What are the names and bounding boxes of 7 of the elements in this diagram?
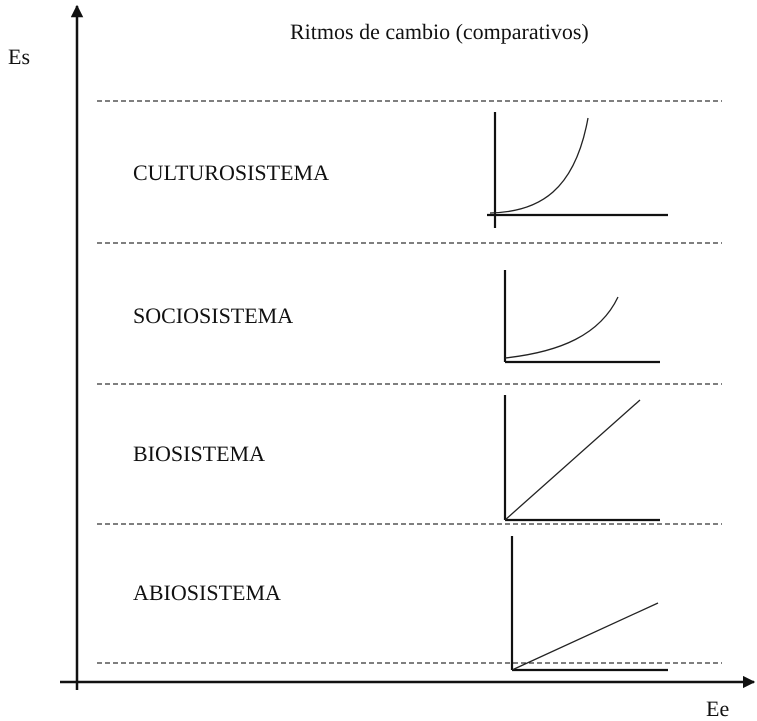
title: Ritmos de cambio (comparativos)	[290, 21, 589, 43]
axis-label: Ee	[706, 698, 730, 720]
axis-label: Es	[8, 46, 30, 68]
layer-label: BIOSISTEMA	[133, 443, 266, 465]
layer-label: ABIOSISTEMA	[133, 582, 281, 604]
layer-label: CULTUROSISTEMA	[133, 162, 329, 184]
layer-label: SOCIOSISTEMA	[133, 305, 294, 327]
